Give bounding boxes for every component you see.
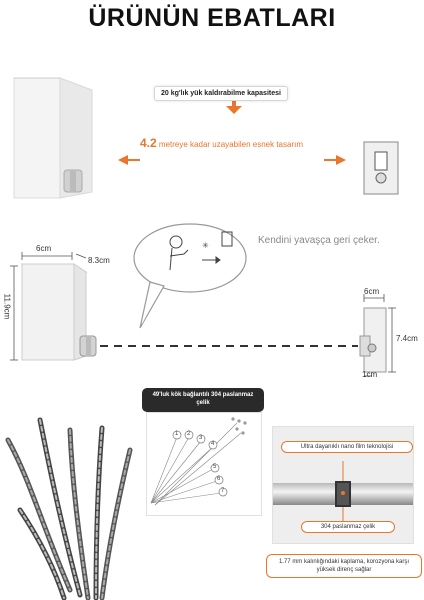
retract-arrow-icon [202,256,221,264]
wall-hook [363,141,399,195]
wall-bracket [359,307,387,373]
right-arrow-icon [324,155,346,165]
speech-bubble [133,223,247,329]
stretch-caption: 4.2 metreye kadar uzayabilen esnek tasar… [140,136,303,150]
left-arrow-icon [118,155,140,165]
strand-diagram: 1 2 3 4 5 6 7 [146,412,262,516]
clothesline-unit [13,77,93,199]
retract-sketch: ✳ [133,223,247,329]
dim-bracket-height: 7.4cm [396,334,418,343]
dimensions-diagram [10,252,396,377]
stretch-text: metreye kadar uzayabilen esnek tasarım [158,140,303,149]
unit-box [20,263,88,361]
down-arrow-icon [226,98,242,114]
strand-number: 5 [213,464,217,470]
nano-film-label: Ultra dayanıklı nano film teknolojisi [281,441,413,453]
strand-number: 1 [175,431,179,437]
stretch-illustration [13,77,399,199]
box-sketch-icon [221,231,233,247]
strand-number: 4 [211,441,215,447]
dim-bracket-depth: 1cm [362,370,378,379]
spark-icon: ✳ [202,241,209,250]
strand-number: 2 [187,431,191,437]
cable-badge: 49'luk kök bağlantılı 304 paslanmaz çeli… [142,388,264,412]
strand-number: 7 [221,488,225,494]
unit-knob [79,335,97,357]
dim-depth: 8.3cm [88,256,110,265]
steel-cable-image [5,417,133,600]
page-title: ÜRÜNÜN EBATLARI [88,4,336,32]
steel-label: 304 paslanmaz çelik [301,521,395,533]
dim-width: 6cm [36,244,52,253]
coating-note: 1.77 mm kalınlığındaki kaplama, korozyon… [266,554,422,579]
retract-label: Kendini yavaşça geri çeker. [258,235,380,246]
capacity-badge: 20 kg'lık yük kaldırabilme kapasitesi [154,86,288,101]
dim-bracket-width: 6cm [364,287,380,296]
person-icon [169,235,189,271]
strand-number: 6 [217,476,221,482]
stretch-number: 4.2 [140,136,157,150]
cable-closeup-panel: Ultra dayanıklı nano film teknolojisi 30… [272,426,414,544]
dim-height: 11.9cm [2,293,12,320]
strand-number: 3 [199,435,203,441]
